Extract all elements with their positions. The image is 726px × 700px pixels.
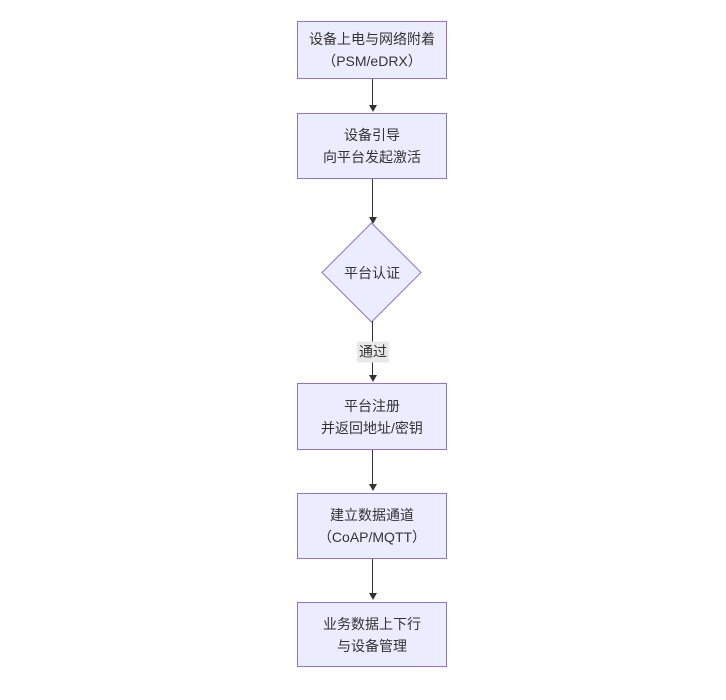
- node-data-channel: 建立数据通道 （CoAP/MQTT）: [297, 493, 447, 559]
- arrow-register-to-channel: [368, 450, 377, 491]
- arrowhead-icon: [368, 375, 377, 382]
- node-business-data: 业务数据上下行 与设备管理: [297, 602, 447, 667]
- arrowhead-icon: [368, 217, 377, 224]
- node-platform-register-label: 平台注册 并返回地址/密钥: [321, 397, 423, 436]
- edge-label-pass: 通过: [357, 341, 389, 363]
- arrow-line: [372, 79, 373, 106]
- arrow-line: [372, 450, 373, 485]
- arrowhead-icon: [368, 593, 377, 600]
- arrowhead-icon: [368, 484, 377, 491]
- arrow-line: [372, 559, 373, 594]
- arrowhead-icon: [368, 105, 377, 112]
- node-bootstrap-activate-label: 设备引导 向平台发起激活: [323, 127, 421, 165]
- arrow-power-to-bootstrap: [368, 79, 377, 112]
- node-bootstrap-activate: 设备引导 向平台发起激活: [297, 113, 447, 179]
- node-power-attach: 设备上电与网络附着 （PSM/eDRX）: [297, 21, 447, 79]
- arrow-line: [372, 179, 373, 218]
- arrow-bootstrap-to-auth: [368, 179, 377, 224]
- node-data-channel-label: 建立数据通道 （CoAP/MQTT）: [317, 507, 427, 545]
- node-platform-register: 平台注册 并返回地址/密钥: [297, 383, 447, 450]
- arrow-channel-to-business: [368, 559, 377, 600]
- node-platform-auth-label: 平台认证: [344, 265, 400, 281]
- node-business-data-label: 业务数据上下行 与设备管理: [323, 615, 421, 654]
- node-power-attach-label: 设备上电与网络附着 （PSM/eDRX）: [309, 31, 435, 69]
